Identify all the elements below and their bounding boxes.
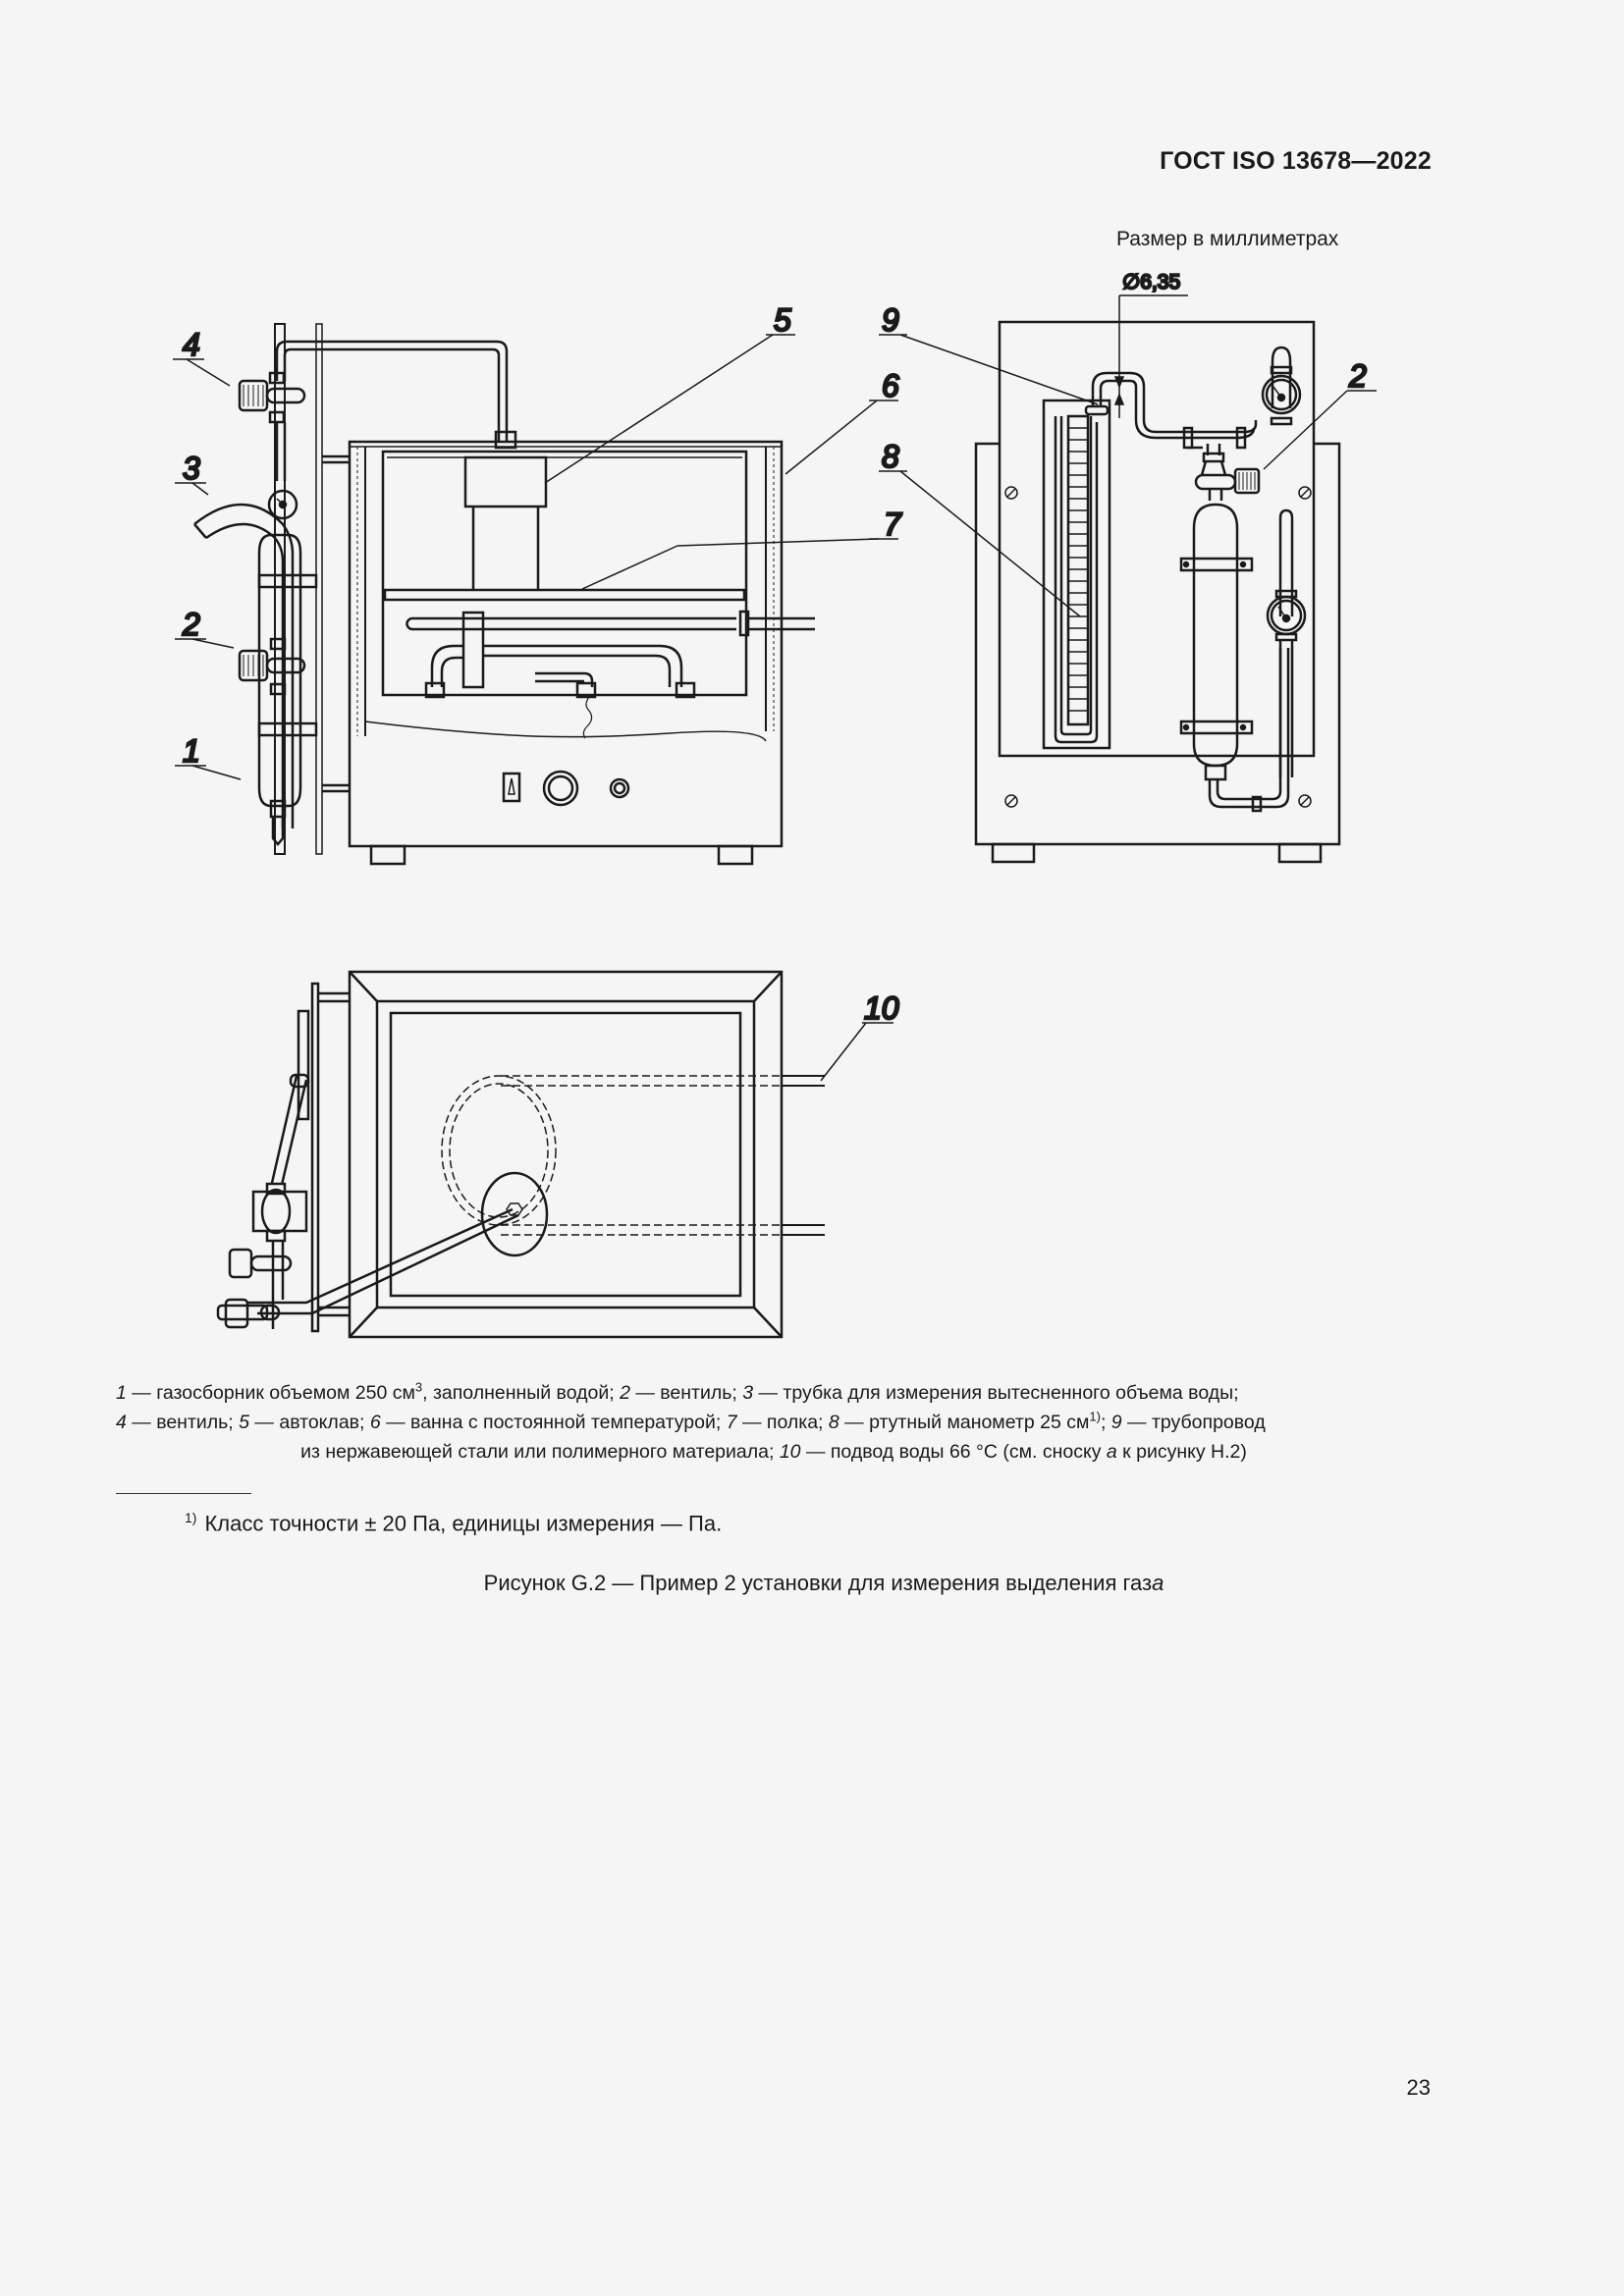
legend-text: , заполненный водой;: [422, 1382, 621, 1404]
dimension-label: ∅6,35: [1122, 271, 1180, 294]
legend-num: 5: [239, 1412, 250, 1433]
callouts-side: [879, 334, 1377, 617]
callouts-front: [173, 334, 898, 780]
legend-text: к рисунку Н.2): [1116, 1441, 1247, 1463]
legend-text: — трубка для измерения вытесненного объе…: [753, 1382, 1239, 1404]
callout-7: 7: [884, 507, 902, 542]
legend-num: 8: [828, 1412, 839, 1433]
legend-text: — полка;: [736, 1412, 829, 1433]
legend-text: — трубопровод: [1121, 1412, 1266, 1433]
legend-num: 1: [116, 1382, 127, 1404]
callout-9: 9: [882, 302, 899, 338]
legend-text: — вентиль;: [629, 1382, 743, 1404]
legend-line-3: из нержавеющей стали или полимерного мат…: [116, 1437, 1432, 1467]
legend-num: 10: [779, 1441, 801, 1463]
callout-8: 8: [882, 439, 899, 474]
legend-num: 9: [1110, 1412, 1122, 1433]
footnote-marker: 1): [185, 1510, 197, 1525]
front-view: [193, 323, 815, 866]
callout-2-side: 2: [1348, 358, 1367, 394]
legend-text: — подвод воды 66 °С (см. сноску: [800, 1441, 1107, 1463]
dimension-diameter: [1113, 294, 1188, 418]
callout-5: 5: [774, 302, 791, 338]
legend-line-1: 1 — газосборник объемом 250 см3, заполне…: [116, 1378, 1432, 1408]
legend-text: — вентиль;: [126, 1412, 240, 1433]
callout-10: 10: [864, 990, 899, 1026]
callouts-top: [820, 1022, 893, 1082]
callout-1: 1: [183, 733, 200, 769]
legend-text: из нержавеющей стали или полимерного мат…: [300, 1441, 780, 1463]
figure-title-text: Рисунок G.2 — Пример 2 установки для изм…: [483, 1571, 1153, 1595]
legend-num: 7: [726, 1412, 737, 1433]
legend-num: 6: [369, 1412, 381, 1433]
callout-3: 3: [183, 451, 200, 486]
footnote: 1) Класс точности ± 20 Па, единицы измере…: [185, 1510, 722, 1536]
footnote-ref: 1): [1089, 1409, 1101, 1424]
legend-num: 4: [116, 1412, 127, 1433]
page-number: 23: [1406, 2075, 1431, 2100]
footnote-text: Класс точности ± 20 Па, единицы измерени…: [204, 1511, 723, 1536]
legend-text: — автоклав;: [249, 1412, 370, 1433]
legend-line-2: 4 — вентиль; 5 — автоклав; 6 — ванна с п…: [116, 1408, 1432, 1437]
apparatus-drawing: 4 3 2 1 5 6 7: [173, 270, 1377, 1339]
callout-4: 4: [183, 327, 200, 362]
legend-text: — ванна с постоянной температурой;: [380, 1412, 727, 1433]
figure-title-italic: а: [1152, 1571, 1164, 1595]
legend-text: ;: [1100, 1412, 1111, 1433]
legend-num: 3: [742, 1382, 754, 1404]
size-note: Размер в миллиметрах: [1116, 228, 1339, 250]
footnote-divider: [116, 1493, 251, 1494]
legend-sup: 3: [414, 1379, 423, 1395]
page-header-standard-code: ГОСТ ISO 13678—2022: [1160, 147, 1432, 175]
callout-2: 2: [182, 607, 200, 642]
top-view: [216, 970, 825, 1339]
figure-title: Рисунок G.2 — Пример 2 установки для изм…: [0, 1571, 1624, 1596]
legend-text: — газосборник объемом 250 см: [126, 1382, 415, 1404]
figure-legend: 1 — газосборник объемом 250 см3, заполне…: [116, 1378, 1432, 1467]
callout-6: 6: [882, 368, 899, 403]
legend-ref: а: [1106, 1441, 1117, 1463]
side-view: [974, 320, 1341, 864]
legend-text: — ртутный манометр 25 см: [839, 1412, 1090, 1433]
legend-num: 2: [620, 1382, 630, 1404]
